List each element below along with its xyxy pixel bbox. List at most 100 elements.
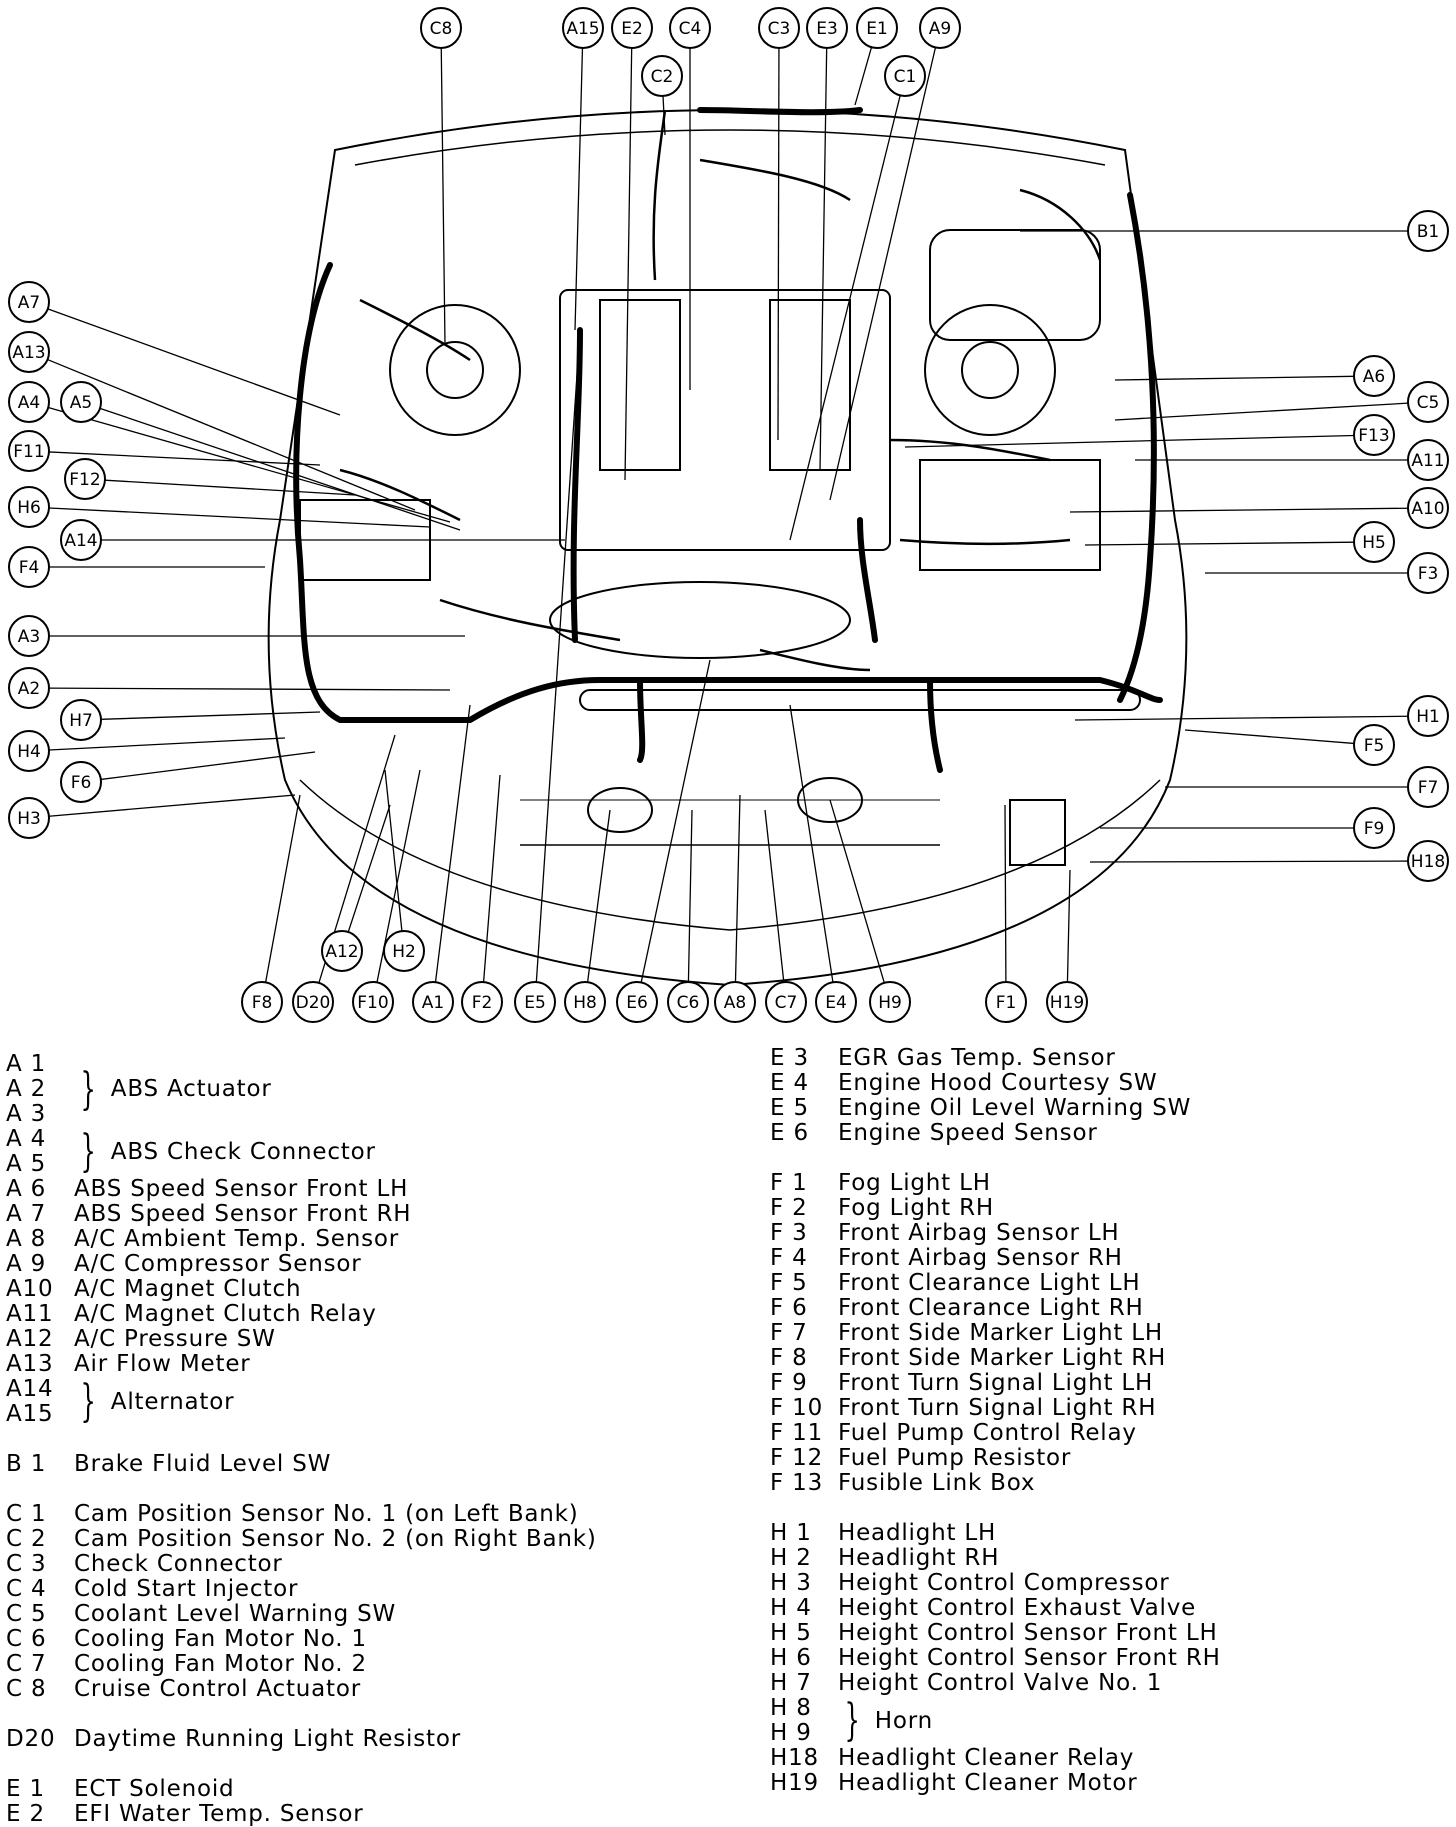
- legend-code: A 1: [6, 1051, 47, 1077]
- legend-code: A12: [6, 1326, 54, 1352]
- legend-gap: [6, 1752, 597, 1777]
- leader-a2: [48, 687, 451, 691]
- legend-entry: A12 A/C Pressure SW: [6, 1327, 597, 1352]
- legend-name: Height Control Valve No. 1: [838, 1670, 1163, 1696]
- legend-name: Headlight LH: [838, 1520, 997, 1546]
- callout-c4: C4: [669, 7, 711, 49]
- callout-label: C6: [677, 993, 700, 1013]
- legend-name: Headlight RH: [838, 1545, 1000, 1571]
- leader-h19: [1066, 869, 1071, 983]
- legend-name: Front Clearance Light LH: [838, 1270, 1141, 1296]
- callout-c7: C7: [765, 981, 807, 1023]
- legend-name: Front Clearance Light RH: [838, 1295, 1144, 1321]
- callout-a7: A7: [8, 281, 50, 323]
- legend-name: A/C Compressor Sensor: [74, 1251, 362, 1277]
- legend-code: A14: [6, 1376, 54, 1402]
- legend-code: E 3: [770, 1045, 809, 1071]
- legend-brace: }Alternator: [80, 1376, 235, 1427]
- callout-label: B1: [1417, 222, 1439, 242]
- callout-a13: A13: [8, 331, 50, 373]
- legend-name: Cruise Control Actuator: [74, 1676, 361, 1702]
- callout-f4: F4: [8, 546, 50, 588]
- legend-code: C 8: [6, 1676, 47, 1702]
- callout-label: F7: [1418, 778, 1439, 798]
- legend-code: A15: [6, 1401, 54, 1427]
- callout-e3: E3: [806, 7, 848, 49]
- legend-code: A 9: [6, 1251, 47, 1277]
- callout-f3: F3: [1407, 552, 1449, 594]
- leader-h4: [48, 737, 286, 751]
- callout-a6: A6: [1353, 355, 1395, 397]
- leader-h18: [1089, 860, 1409, 863]
- callout-label: F5: [1364, 736, 1385, 756]
- legend-name: Air Flow Meter: [74, 1351, 251, 1377]
- leader-a13: [47, 358, 416, 511]
- callout-h8: H8: [564, 981, 606, 1023]
- callout-h7: H7: [60, 699, 102, 741]
- legend-gap: [6, 1427, 597, 1452]
- legend-name: Front Side Marker Light LH: [838, 1320, 1163, 1346]
- callout-h9: H9: [869, 981, 911, 1023]
- leader-f13: [904, 434, 1355, 448]
- callout-h4: H4: [8, 730, 50, 772]
- legend-name: ABS Actuator: [110, 1076, 272, 1102]
- leader-a15: [574, 47, 584, 331]
- callout-f13: F13: [1353, 414, 1395, 456]
- callout-label: F11: [13, 442, 44, 462]
- leader-f12: [104, 479, 356, 496]
- callout-label: F12: [69, 470, 100, 490]
- legend-name: A/C Pressure SW: [74, 1326, 276, 1352]
- legend-code: C 3: [6, 1551, 47, 1577]
- legend-code: A11: [6, 1301, 54, 1327]
- legend-code: A 3: [6, 1101, 47, 1127]
- legend-name: Cold Start Injector: [74, 1576, 299, 1602]
- leader-f5: [1184, 729, 1355, 745]
- callout-a10: A10: [1407, 487, 1449, 529]
- callout-f1: F1: [985, 981, 1027, 1023]
- leader-a5: [99, 407, 461, 531]
- legend-name: Cam Position Sensor No. 2 (on Right Bank…: [74, 1526, 597, 1552]
- legend-name: Front Turn Signal Light LH: [838, 1370, 1154, 1396]
- callout-a15: A15: [562, 7, 604, 49]
- callout-label: F6: [71, 773, 92, 793]
- leader-c1: [789, 95, 901, 541]
- leader-a12: [347, 804, 391, 933]
- leader-h6: [48, 507, 431, 528]
- callout-h1: H1: [1407, 695, 1449, 737]
- callout-a14: A14: [60, 519, 102, 561]
- callout-a11: A11: [1407, 439, 1449, 481]
- legend-name: Fog Light RH: [838, 1195, 994, 1221]
- callout-label: H4: [17, 742, 41, 762]
- legend-name: ECT Solenoid: [74, 1776, 235, 1802]
- callout-f2: F2: [461, 981, 503, 1023]
- callout-h5: H5: [1353, 521, 1395, 563]
- leader-c7: [764, 809, 785, 983]
- callout-label: A2: [18, 679, 40, 699]
- car-body-outline: [267, 109, 1188, 987]
- callout-label: H19: [1050, 993, 1084, 1013]
- callout-c2: C2: [641, 55, 683, 97]
- engine-block: [299, 229, 1141, 866]
- callout-label: A13: [12, 343, 45, 363]
- callout-label: C1: [894, 67, 917, 87]
- callout-f6: F6: [60, 761, 102, 803]
- callout-e6: E6: [616, 981, 658, 1023]
